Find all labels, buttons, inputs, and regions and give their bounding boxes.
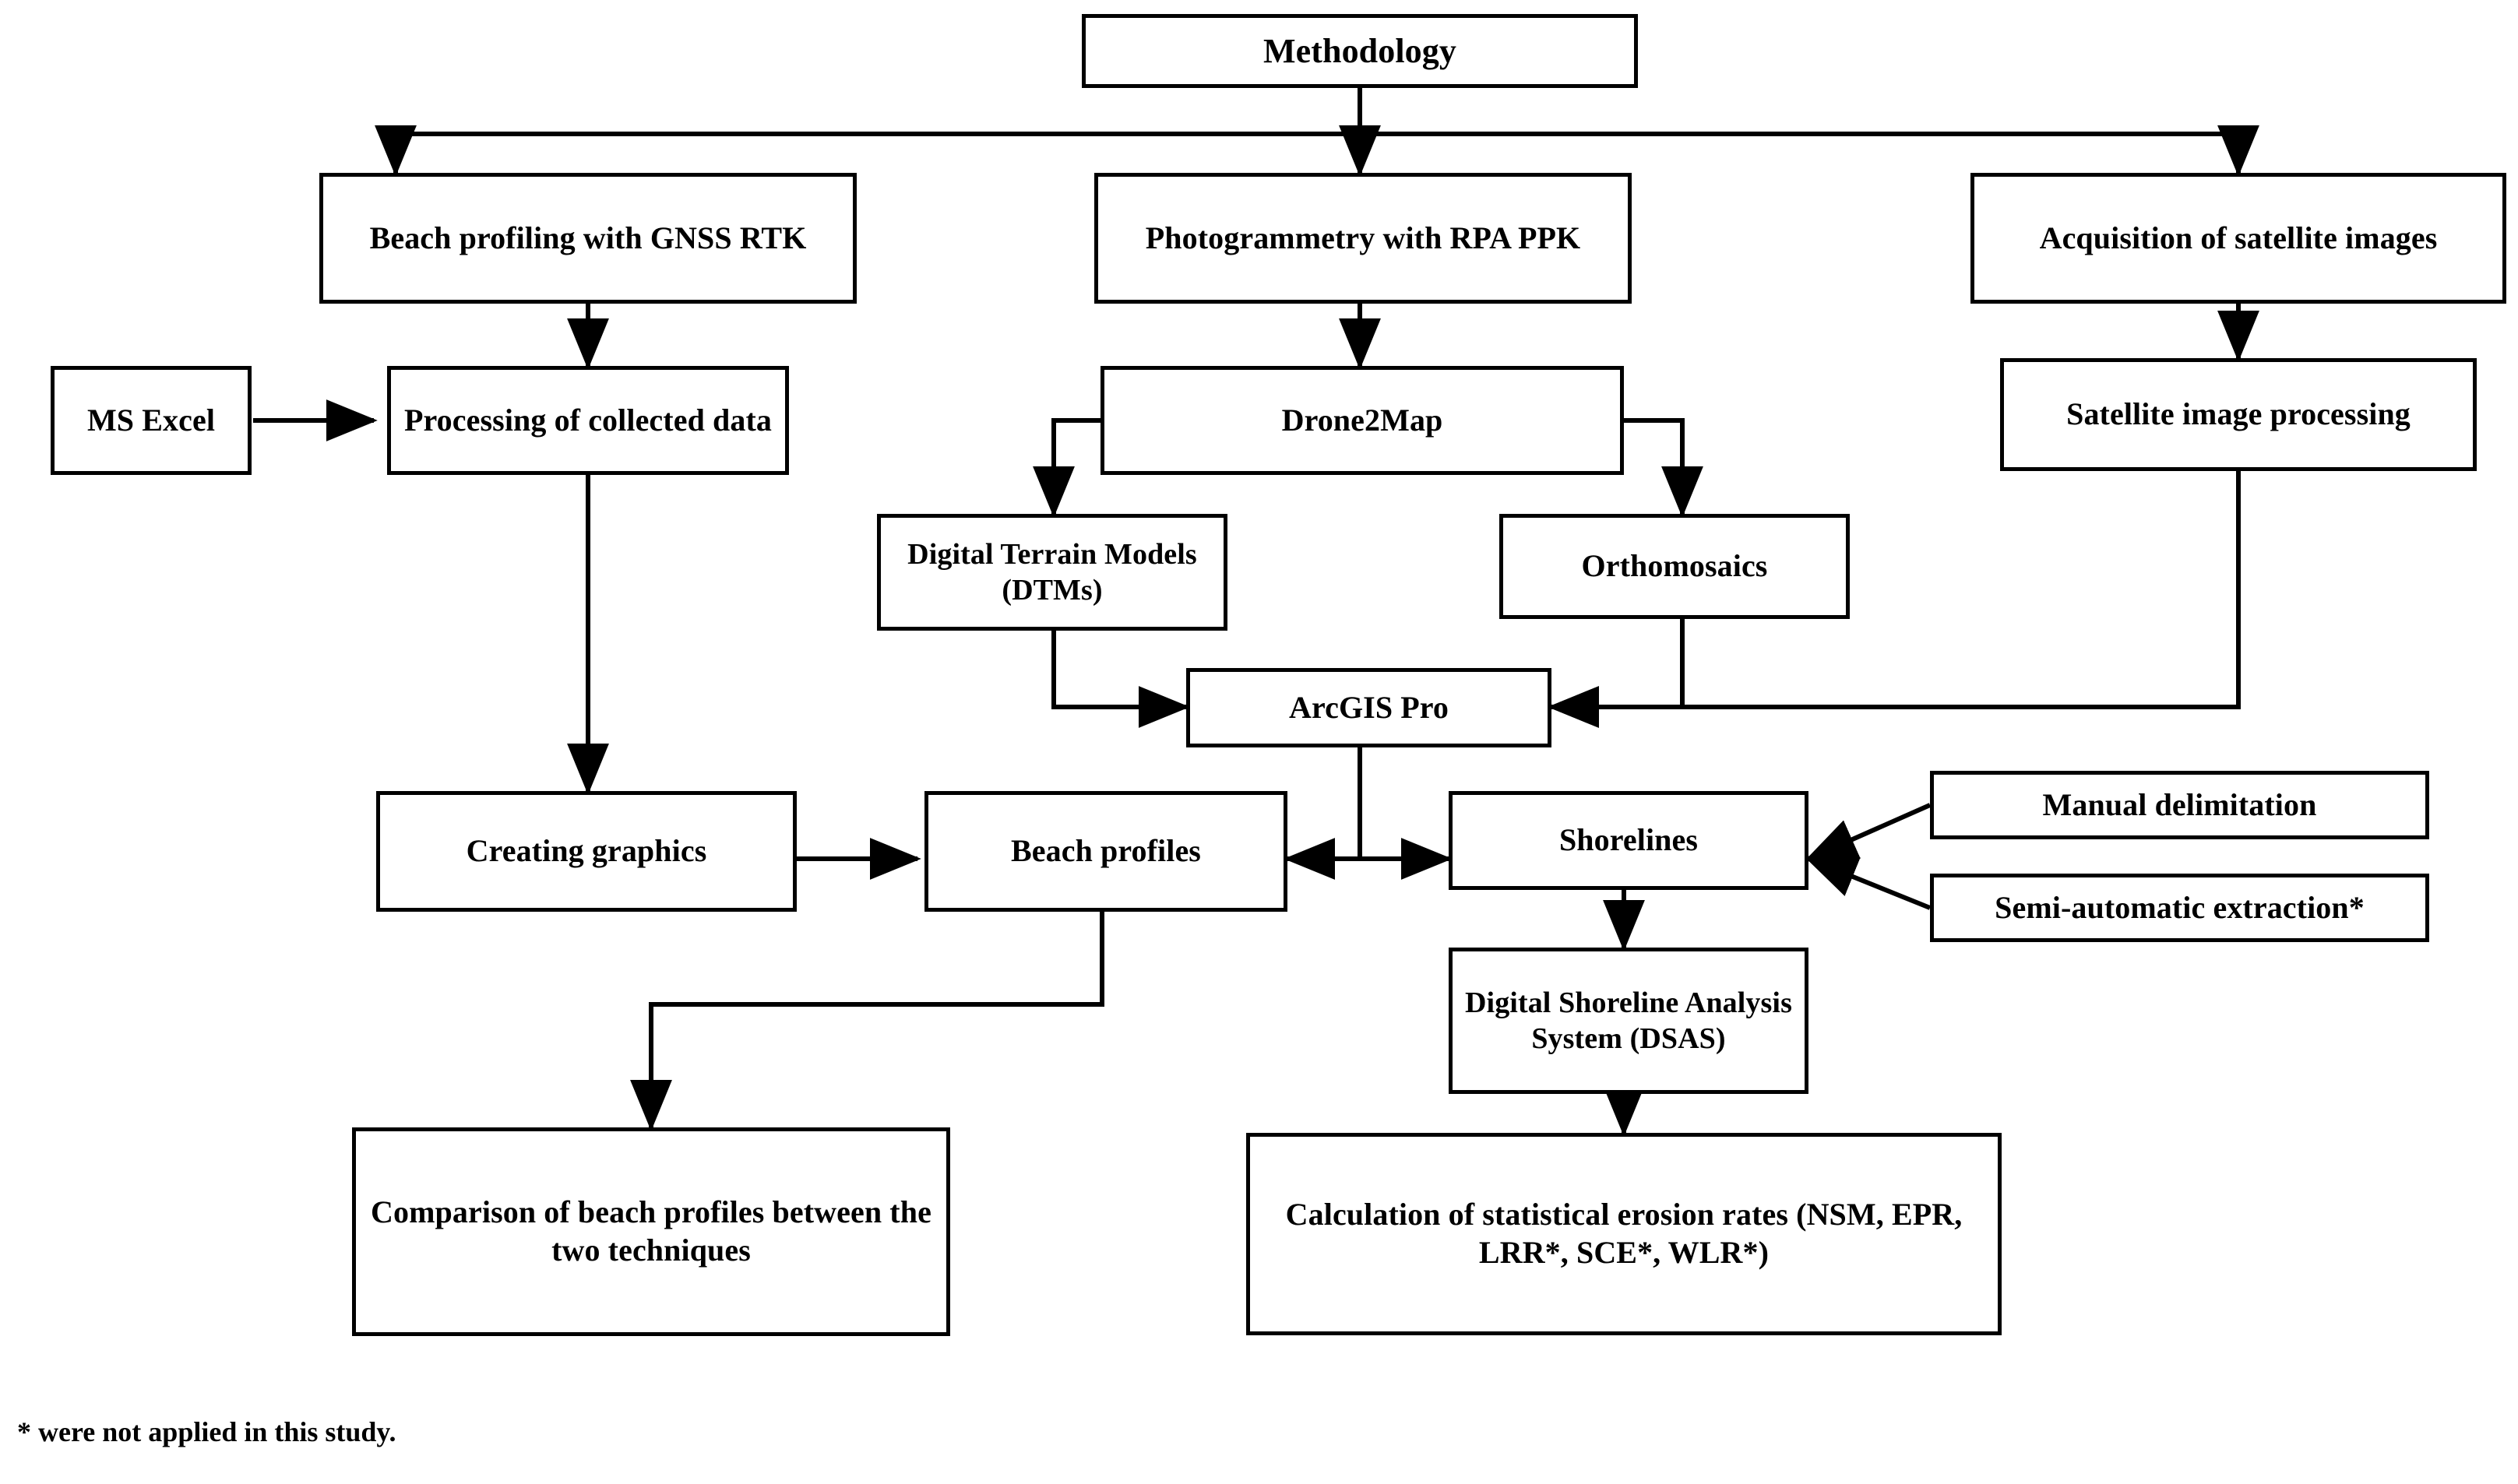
node-manual-delimitation[interactable]: Manual delimitation [1930, 771, 2429, 839]
node-processing-collected-data-label: Processing of collected data [404, 402, 772, 438]
node-drone2map[interactable]: Drone2Map [1101, 366, 1624, 475]
node-calculation-erosion-rates[interactable]: Calculation of statistical erosion rates… [1246, 1133, 2002, 1335]
node-digital-terrain-models-label: Digital Terrain Models (DTMs) [907, 537, 1197, 607]
node-orthomosaics[interactable]: Orthomosaics [1499, 514, 1850, 619]
node-drone2map-label: Drone2Map [1281, 402, 1443, 438]
node-manual-delimitation-label: Manual delimitation [2042, 786, 2317, 822]
node-creating-graphics[interactable]: Creating graphics [376, 791, 797, 912]
edge-dtm-arcgis [1051, 631, 1190, 728]
node-beach-profiles-label: Beach profiles [1011, 833, 1201, 869]
node-comparison-beach-profiles-label: Comparison of beach profiles between the… [371, 1194, 931, 1268]
node-ms-excel-label: MS Excel [86, 402, 216, 438]
node-comparison-beach-profiles[interactable]: Comparison of beach profiles between the… [352, 1127, 950, 1336]
edge-beach-profiles-comparison [630, 911, 1104, 1131]
node-shorelines[interactable]: Shorelines [1449, 791, 1808, 890]
node-orthomosaics-label: Orthomosaics [1581, 548, 1768, 584]
node-arcgis-pro[interactable]: ArcGIS Pro [1186, 668, 1551, 747]
footnote-text: * were not applied in this study. [17, 1416, 396, 1447]
node-methodology-label: Methodology [1263, 31, 1456, 70]
node-ms-excel[interactable]: MS Excel [51, 366, 252, 475]
node-shorelines-label: Shorelines [1558, 822, 1699, 858]
edge-ortho-arcgis [1548, 619, 1685, 728]
node-photogrammetry-rpa-ppk[interactable]: Photogrammetry with RPA PPK [1094, 173, 1632, 304]
node-calculation-erosion-rates-label: Calculation of statistical erosion rates… [1285, 1197, 1963, 1270]
node-digital-terrain-models[interactable]: Digital Terrain Models (DTMs) [877, 514, 1227, 631]
edge-drone2map-ortho [1622, 418, 1703, 518]
node-methodology[interactable]: Methodology [1082, 14, 1638, 88]
node-beach-profiling-gnss-rtk[interactable]: Beach profiling with GNSS RTK [319, 173, 857, 304]
edge-drone2map-dtm [1033, 418, 1101, 518]
node-semi-automatic-extraction-label: Semi-automatic extraction* [1995, 889, 2365, 925]
node-creating-graphics-label: Creating graphics [466, 833, 707, 869]
node-beach-profiling-gnss-rtk-label: Beach profiling with GNSS RTK [369, 220, 807, 255]
node-beach-profiles[interactable]: Beach profiles [924, 791, 1287, 912]
node-acquisition-satellite-images-label: Acquisition of satellite images [2039, 220, 2438, 255]
node-processing-collected-data[interactable]: Processing of collected data [387, 366, 789, 475]
node-semi-automatic-extraction[interactable]: Semi-automatic extraction* [1930, 874, 2429, 942]
edge-semiauto-shorelines [1805, 856, 1932, 910]
node-arcgis-pro-label: ArcGIS Pro [1288, 689, 1449, 725]
edge-manual-shorelines [1805, 803, 1932, 861]
node-acquisition-satellite-images[interactable]: Acquisition of satellite images [1970, 173, 2506, 304]
node-dsas-label: Digital Shoreline Analysis System (DSAS) [1465, 986, 1792, 1055]
node-photogrammetry-rpa-ppk-label: Photogrammetry with RPA PPK [1145, 220, 1581, 255]
node-dsas[interactable]: Digital Shoreline Analysis System (DSAS) [1449, 948, 1808, 1094]
node-satellite-image-processing-label: Satellite image processing [2066, 396, 2411, 432]
node-satellite-image-processing[interactable]: Satellite image processing [2000, 358, 2477, 471]
